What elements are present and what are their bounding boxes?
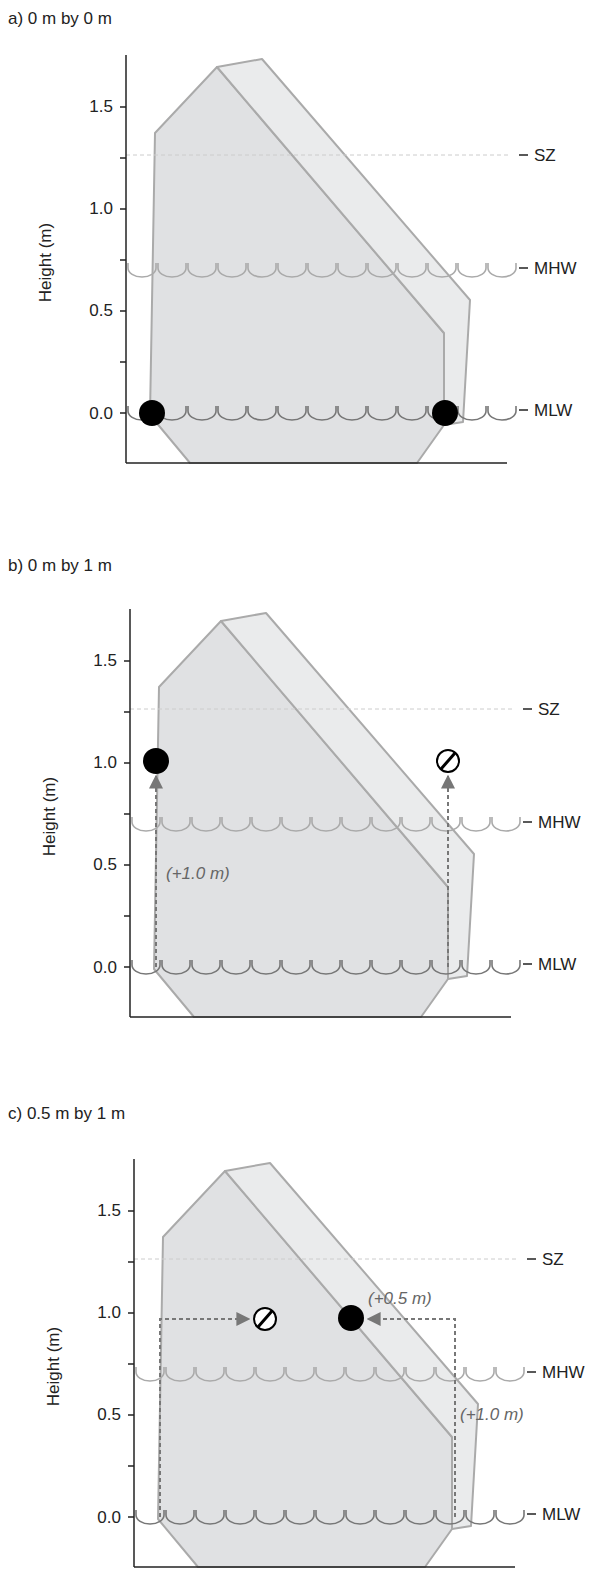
level-label: MHW [542,1364,584,1381]
level-label: SZ [538,701,560,718]
level-label: MLW [542,1506,580,1523]
tick-label: 0.5 [97,1406,121,1423]
level-label: MLW [538,956,576,973]
tick-label: 1.0 [93,754,117,771]
tick-label: 0.5 [93,856,117,873]
axis-title: Height (m) [37,222,54,301]
offset-label: (+1.0 m) [166,865,230,882]
axis-title: Height (m) [45,1326,62,1405]
tick-label: 1.5 [89,98,113,115]
level-label: SZ [534,147,556,164]
tick-label: 1.5 [97,1202,121,1219]
tick-label: 0.5 [89,302,113,319]
offset-label: (+0.5 m) [368,1290,432,1307]
level-label: MLW [534,402,572,419]
tick-label: 0.0 [93,959,117,976]
tick-label: 1.0 [89,200,113,217]
panel-title: a) 0 m by 0 m [8,10,112,27]
level-label: SZ [542,1251,564,1268]
tick-label: 1.5 [93,652,117,669]
level-label: MHW [534,260,576,277]
tick-label: 1.0 [97,1304,121,1321]
axis-title: Height (m) [41,776,58,855]
offset-label: (+1.0 m) [460,1406,524,1423]
level-label: MHW [538,814,580,831]
panel-title: b) 0 m by 1 m [8,557,112,574]
panel-title: c) 0.5 m by 1 m [8,1105,125,1122]
tick-label: 0.0 [97,1509,121,1526]
tick-label: 0.0 [89,405,113,422]
